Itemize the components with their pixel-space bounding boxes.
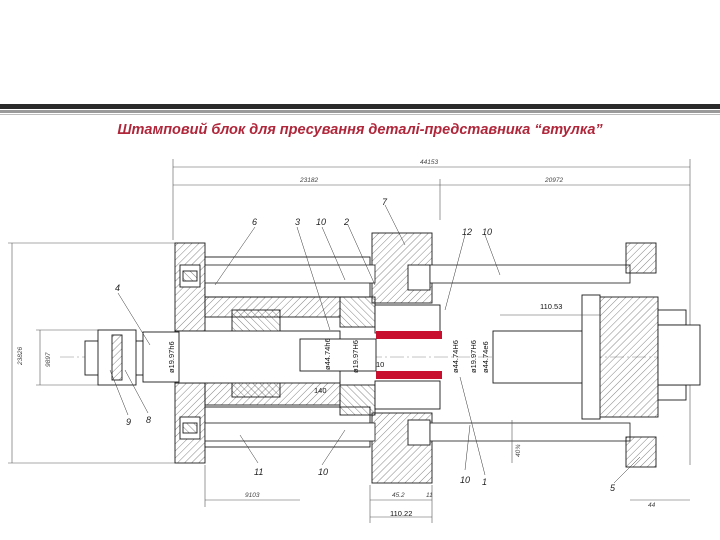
dim-bottom-right: 44 xyxy=(648,502,656,509)
dimension-lines-left xyxy=(8,242,175,464)
callout-11: 11 xyxy=(254,467,263,477)
header-rule-thick xyxy=(0,104,720,109)
dim-right-span: 20972 xyxy=(544,177,563,184)
dim-d6: ø44.74e6 xyxy=(481,341,490,373)
dim-d4: ø44.74H6 xyxy=(451,340,460,373)
callout-6: 6 xyxy=(252,217,257,227)
dim-bottom-left: 9103 xyxy=(245,492,260,499)
callout-10-a: 10 xyxy=(316,217,326,227)
dim-140: 140 xyxy=(314,386,327,395)
dim-10: 10 xyxy=(376,360,384,369)
dimension-lines-right xyxy=(500,314,690,501)
callout-3: 3 xyxy=(295,217,300,227)
header-rule-thin xyxy=(0,114,720,115)
dim-vertical-total: 23826 xyxy=(17,347,24,366)
dim-right-top: 110.53 xyxy=(540,302,562,311)
header-rule-gray xyxy=(0,110,720,113)
bushing-top-highlight xyxy=(376,331,442,339)
callout-8: 8 xyxy=(146,415,151,425)
punch-rod xyxy=(299,338,377,372)
dimension-lines-top xyxy=(172,159,691,465)
bushing-bottom-highlight xyxy=(376,371,442,379)
dim-bottom-small: 11 xyxy=(426,492,433,499)
dim-d1: ø19.97h6 xyxy=(167,341,176,373)
callout-10-c: 10 xyxy=(318,467,328,477)
dim-right-small: 40¾ xyxy=(515,444,522,457)
dim-left-span: 23182 xyxy=(299,177,318,184)
callout-9: 9 xyxy=(126,417,131,427)
callout-1: 1 xyxy=(482,477,487,487)
callout-12: 12 xyxy=(462,227,472,237)
right-plate xyxy=(492,242,701,468)
left-shank xyxy=(84,329,180,386)
callout-2: 2 xyxy=(343,217,349,227)
dim-overall: 44153 xyxy=(420,159,438,166)
dim-d2: ø44.74h6 xyxy=(323,338,332,370)
dim-bottom-total: 110.22 xyxy=(390,509,412,518)
callout-7: 7 xyxy=(382,197,388,207)
dim-d3: ø19.97H6 xyxy=(351,340,360,373)
callout-4: 4 xyxy=(115,283,120,293)
guide-rods xyxy=(204,264,631,442)
callout-10-d: 10 xyxy=(460,475,470,485)
center-module xyxy=(339,232,441,484)
callout-5: 5 xyxy=(610,483,616,493)
slide-title: Штамповий блок для пресування деталі-пре… xyxy=(117,122,603,138)
stamp-block-drawing: 44153 23182 20972 23826 9897 xyxy=(8,159,701,523)
callout-10-b: 10 xyxy=(482,227,492,237)
dim-bottom-mid: 45.2 xyxy=(392,492,405,499)
dimension-lines-bottom xyxy=(204,465,433,523)
dim-d5: ø19.97H6 xyxy=(469,340,478,373)
dim-vertical-inner: 9897 xyxy=(45,352,52,367)
leader-lines xyxy=(109,204,641,484)
